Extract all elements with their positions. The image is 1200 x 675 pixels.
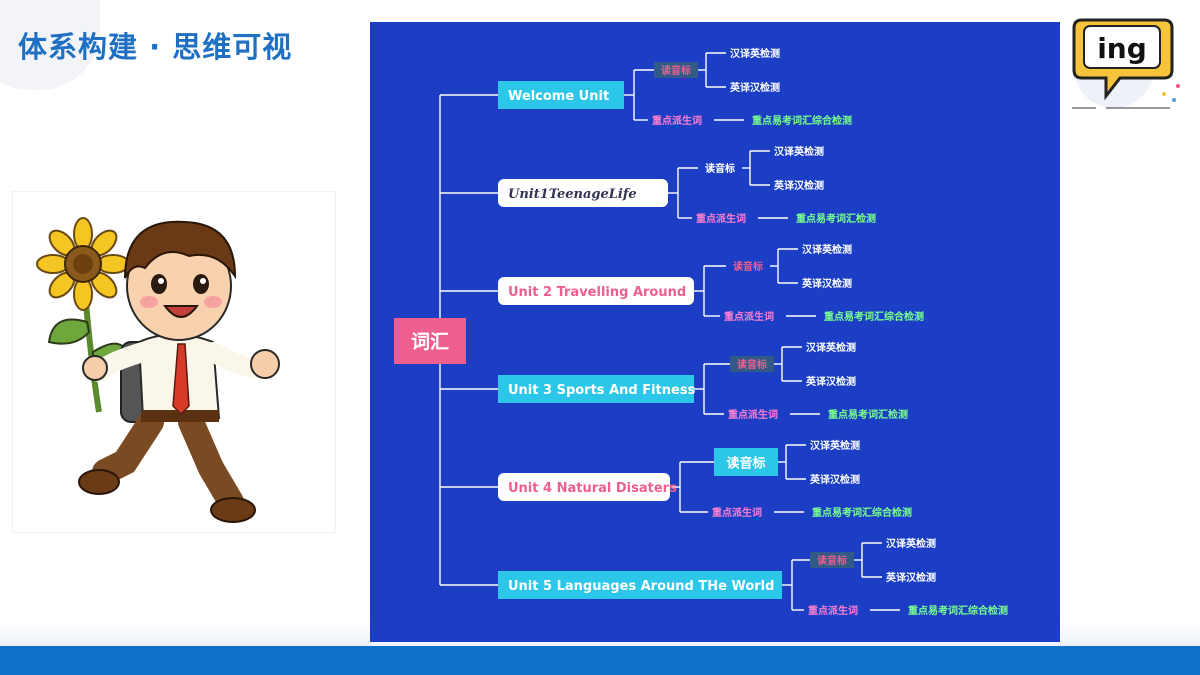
unit-node-box	[498, 81, 624, 109]
ing-badge: ing	[1066, 8, 1186, 120]
root-node-box	[394, 318, 466, 364]
tag-node-label: 读音标	[726, 456, 765, 472]
tag-node-label: 读音标	[817, 554, 847, 567]
unit-branch	[498, 346, 820, 415]
test-label-en-cn: 英译汉检测	[805, 375, 856, 388]
test-label-en-cn: 英译汉检测	[773, 179, 824, 192]
unit-node-box	[498, 473, 670, 501]
speech-bubble-icon: ing	[1072, 18, 1180, 109]
test-label-en-cn: 英译汉检测	[801, 277, 852, 290]
tag-node-label: 读音标	[737, 358, 767, 371]
unit-node-box	[498, 179, 668, 207]
derive-words-label: 重点派生词	[808, 604, 858, 617]
test-label-en-cn: 英译汉检测	[809, 473, 860, 486]
root-node-label: 词汇	[411, 331, 449, 353]
tag-node-box	[654, 62, 698, 78]
unit-branch	[498, 444, 806, 513]
mindmap-root: 词汇	[394, 318, 466, 364]
unit-node-label: Welcome Unit	[508, 89, 609, 104]
derive-test-label: 重点易考词汇综合检测	[908, 604, 1008, 617]
tag-node-box	[730, 356, 774, 372]
test-label-cn-en: 汉译英检测	[802, 243, 852, 256]
derive-test-label: 重点易考词汇检测	[796, 212, 876, 225]
boy-with-sunflower-illustration	[36, 217, 280, 523]
tag-node-box	[714, 448, 778, 476]
footer-band	[0, 646, 1200, 675]
tag-node-box	[810, 552, 854, 568]
derive-test-label: 重点易考词汇综合检测	[812, 506, 912, 519]
unit-node-label: Unit1TeenageLife	[508, 187, 637, 202]
derive-test-label: 重点易考词汇综合检测	[752, 114, 852, 127]
derive-words-label: 重点派生词	[728, 408, 778, 421]
test-label-cn-en: 汉译英检测	[730, 47, 780, 60]
unit-node-box	[498, 277, 694, 305]
unit-node-label: Unit 3 Sports And Fitness	[508, 383, 696, 398]
mindmap-units: Welcome Unit读音标汉译英检测英译汉检测重点派生词重点易考词汇综合检测…	[498, 47, 1008, 617]
derive-words-label: 重点派生词	[652, 114, 702, 127]
unit-node-label: Unit 4 Natural Disaters	[508, 481, 677, 496]
test-label-cn-en: 汉译英检测	[886, 537, 936, 550]
unit-node-box	[498, 571, 782, 599]
derive-words-label: 重点派生词	[724, 310, 774, 323]
unit-branch	[498, 150, 788, 219]
unit-branch	[498, 52, 744, 121]
derive-test-label: 重点易考词汇检测	[828, 408, 908, 421]
unit-branch	[498, 248, 816, 317]
derive-words-label: 重点派生词	[712, 506, 762, 519]
tag-node-label: 读音标	[661, 64, 691, 77]
derive-words-label: 重点派生词	[696, 212, 746, 225]
test-label-cn-en: 汉译英检测	[806, 341, 856, 354]
page-title: 体系构建 · 思维可视	[18, 30, 293, 64]
test-label-en-cn: 英译汉检测	[885, 571, 936, 584]
unit-node-label: Unit 5 Languages Around THe World	[508, 579, 774, 594]
badge-text: ing	[1097, 32, 1147, 65]
vocabulary-mindmap: 词汇 Welcome Unit读音标汉译英检测英译汉检测重点派生词重点易考词汇综…	[394, 47, 1008, 617]
unit-node-label: Unit 2 Travelling Around	[508, 285, 686, 300]
test-label-cn-en: 汉译英检测	[810, 439, 860, 452]
unit-branch	[498, 542, 900, 611]
derive-test-label: 重点易考词汇综合检测	[824, 310, 924, 323]
unit-node-box	[498, 375, 694, 403]
illustration-panel	[13, 192, 335, 532]
test-label-cn-en: 汉译英检测	[774, 145, 824, 158]
tag-node-label: 读音标	[705, 162, 735, 175]
test-label-en-cn: 英译汉检测	[729, 81, 780, 94]
tag-node-label: 读音标	[733, 260, 763, 273]
